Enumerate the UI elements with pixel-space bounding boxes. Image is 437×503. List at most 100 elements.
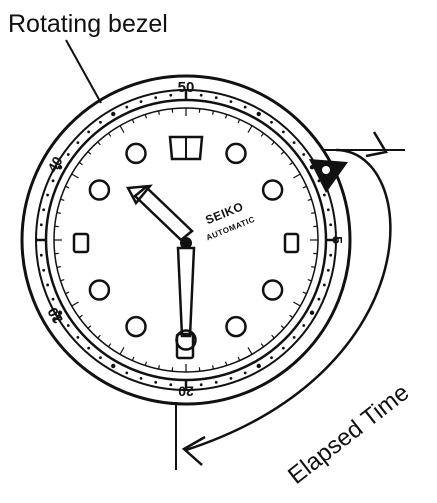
bezel-minute-dot	[66, 324, 70, 327]
dial-minute-tick	[280, 325, 285, 329]
bezel-minute-dot	[326, 268, 330, 272]
bezel-minute-dot	[302, 153, 306, 156]
bezel-minute-dot	[292, 141, 296, 145]
dial-minute-tick	[260, 343, 265, 348]
dial-minute-tick	[119, 347, 125, 355]
bezel-minute-dot	[125, 371, 129, 375]
dial-minute-tick	[307, 278, 312, 282]
bezel-minute-dot	[139, 376, 143, 380]
dial-minute-tick	[56, 211, 61, 214]
bezel-minute-dot	[281, 346, 285, 350]
dial-minute-tick	[271, 141, 275, 146]
bezel-number-40: 40	[44, 153, 66, 175]
dial-minute-tick	[144, 114, 148, 119]
dial-minute-tick	[247, 125, 253, 133]
bezel-minute-dot	[199, 93, 203, 97]
dial-minute-tick	[131, 119, 135, 124]
bezel-minute-dot	[46, 193, 50, 197]
dial-minute-tick	[107, 343, 112, 348]
rotating-bezel-leader-line	[65, 39, 102, 104]
dial-minute-tick	[60, 198, 65, 202]
bezel-minute-dot	[39, 223, 43, 227]
bezel-minute-dot	[214, 96, 218, 100]
bezel-minute-dot	[229, 100, 233, 104]
bezel-minute-dot	[309, 310, 315, 315]
dial-minute-tick	[87, 325, 92, 329]
bezel-minute-dot	[139, 100, 143, 104]
bezel-minute-dot	[302, 324, 306, 327]
bezel-minute-dot	[39, 253, 43, 257]
bezel-minute-dot	[322, 193, 326, 197]
dial-minute-tick	[65, 185, 70, 189]
bezel-minute-dot	[329, 253, 333, 257]
dial-minute-tick	[131, 356, 135, 361]
bezel-minute-dot	[99, 120, 102, 124]
dial-minute-tick	[144, 361, 148, 366]
dial-minute-tick	[237, 356, 241, 361]
dial-minute-tick	[56, 266, 61, 269]
dial-minute-tick	[157, 365, 160, 370]
bezel-minute-dot	[125, 105, 129, 109]
bezel-minute-dot	[154, 96, 158, 100]
dial-minute-tick	[302, 291, 307, 295]
bezel-minute-dot	[46, 283, 50, 287]
dial-minute-tick	[302, 185, 307, 189]
dial-minute-tick	[224, 361, 228, 366]
dial-minute-tick	[289, 314, 294, 319]
dial-minute-tick	[307, 198, 312, 202]
bezel-minute-dot	[87, 346, 91, 350]
center-pinion	[180, 237, 192, 249]
dial-minute-tick	[212, 365, 215, 370]
bezel-minute-dot	[270, 120, 273, 124]
hour-marker-5	[225, 315, 247, 338]
bezel-minute-dot	[51, 179, 55, 183]
bezel-minute-dot	[292, 335, 296, 339]
dial-minute-tick	[311, 211, 316, 214]
dial-minute-tick	[71, 173, 79, 179]
bezel-minute-dot	[57, 310, 63, 315]
hour-marker-4	[261, 279, 284, 301]
dial-minute-tick	[247, 347, 253, 355]
dial-minute-tick	[97, 334, 101, 339]
dial-minute-tick	[119, 125, 125, 133]
dial-minute-tick	[78, 314, 83, 319]
bezel-lume-dot	[322, 166, 330, 174]
bezel-minute-dot	[256, 363, 261, 369]
hour-marker-11	[125, 142, 147, 165]
hour-marker-10	[88, 179, 111, 201]
dial-minute-tick	[71, 301, 79, 307]
hour-marker-8	[88, 279, 111, 301]
bezel-number-20: 20	[178, 383, 194, 399]
bezel-minute-scale	[36, 90, 336, 390]
rotating-bezel-label: Rotating bezel	[8, 10, 168, 38]
bezel-minute-dot	[270, 356, 273, 360]
bezel-outer-ring	[20, 74, 352, 406]
bezel-minute-dot	[326, 208, 330, 212]
elapsed-time-label: Elapsed Time	[283, 379, 414, 490]
nine-oclock-marker	[72, 232, 90, 254]
dial-minute-tick	[87, 151, 92, 155]
elapsed-time-arc	[185, 148, 392, 452]
dial-minute-tick	[237, 119, 241, 124]
bezel-minute-dot	[76, 141, 80, 145]
bezel-minute-dot	[42, 208, 46, 212]
bezel-minute-dot	[243, 105, 247, 109]
dial-logo: SEIKO AUTOMATIC	[203, 199, 256, 242]
bezel-minute-dot	[199, 383, 203, 387]
hour-marker-7	[125, 315, 147, 338]
bezel-minute-dot	[329, 223, 333, 227]
bezel-minute-dot	[51, 297, 55, 301]
bezel-minute-dot	[169, 383, 173, 387]
bezel-number-10: 10	[44, 305, 66, 327]
dial-minute-tick	[224, 114, 228, 119]
dial-minute-tick	[260, 132, 265, 137]
dial-minute-tick	[97, 141, 101, 146]
dial-minute-tick	[78, 161, 83, 166]
bezel-minute-dot	[322, 283, 326, 287]
dial-minute-tick	[212, 110, 215, 115]
elapsed-end-arrow-icon	[181, 435, 206, 466]
twelve-oclock-marker	[168, 135, 204, 161]
bezel-minute-dot	[99, 356, 102, 360]
